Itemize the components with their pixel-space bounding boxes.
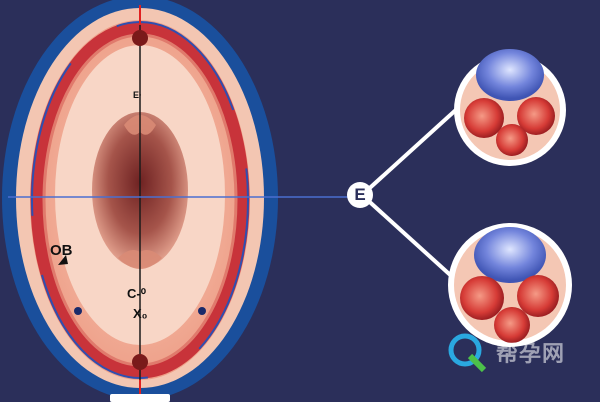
detail-circle-upper	[454, 49, 566, 166]
label-left: OB	[50, 242, 73, 259]
label-bottom: X₀	[133, 306, 148, 321]
callout-letter-badge: E	[347, 182, 373, 208]
right-node	[198, 307, 206, 315]
arrow-marker	[58, 255, 68, 265]
detail-circle-lower	[448, 223, 572, 347]
watermark-logo-icon	[448, 333, 487, 373]
watermark: 帮孕网	[446, 330, 596, 370]
callout-line-upper	[360, 106, 460, 197]
left-node	[74, 307, 82, 315]
bottom-tab	[110, 394, 170, 402]
bottom-node	[132, 354, 148, 370]
label-middle: C-⁰	[127, 286, 146, 301]
callout-line-lower	[360, 193, 460, 284]
watermark-text: 帮孕网	[496, 342, 566, 367]
label-top: E∙	[133, 90, 142, 100]
top-node	[132, 30, 148, 46]
